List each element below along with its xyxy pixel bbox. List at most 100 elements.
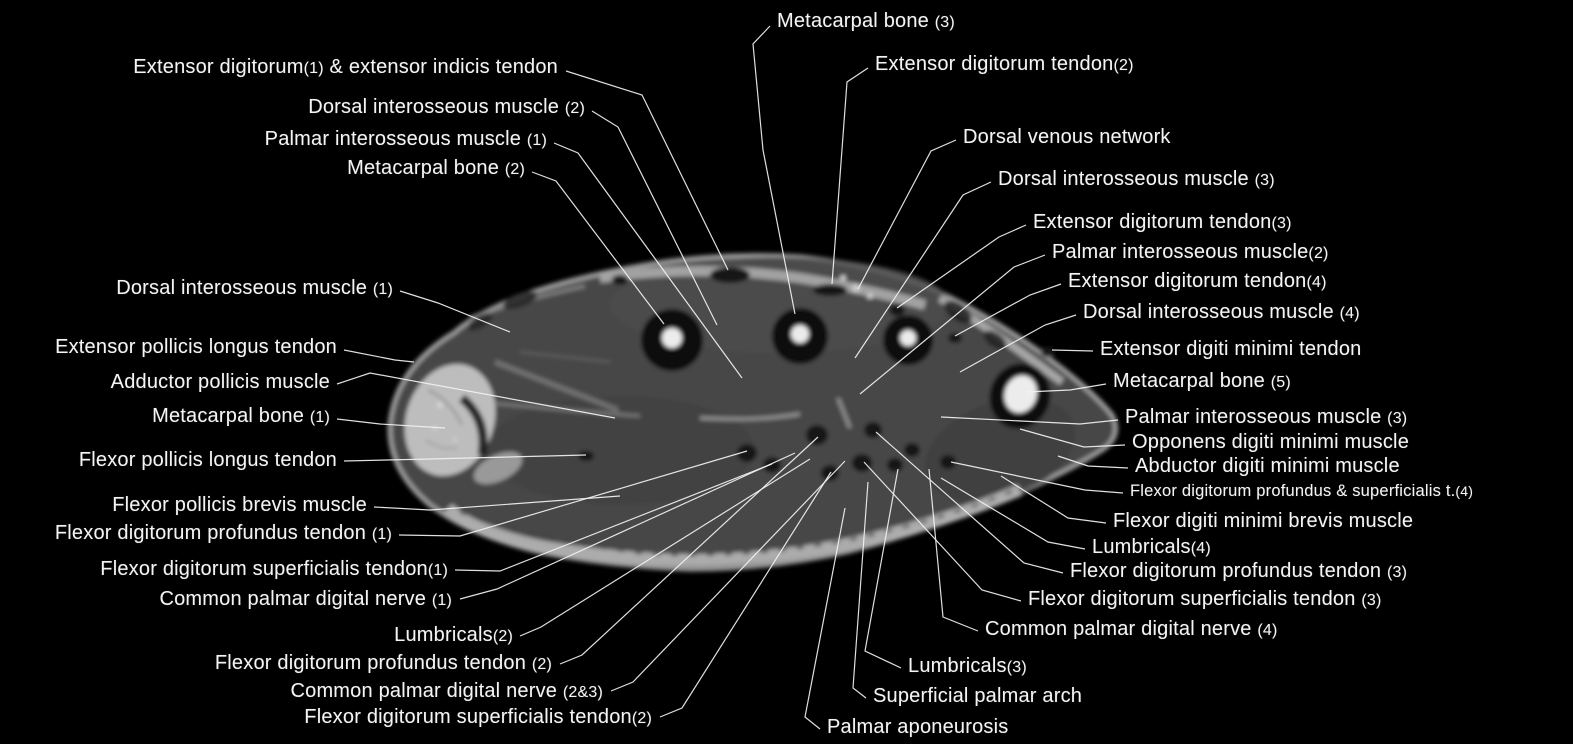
anatomy-label-extensor-digiti-minimi-tendon: Extensor digiti minimi tendon [1100, 338, 1362, 360]
subcut-pocket [467, 313, 493, 331]
tendon-cross-section [1041, 347, 1055, 357]
tendon-cross-section [578, 451, 594, 461]
leader-line-common-palmar-digital-nerve-4 [928, 468, 979, 632]
leader-line-metacarpal-bone-5 [1025, 383, 1107, 393]
anatomy-label-flexor-pollicis-brevis-muscle: Flexor pollicis brevis muscle [112, 494, 367, 516]
leader-line-flexor-digitorum-superficialis-tendon-3 [863, 461, 1022, 602]
anatomy-label-common-palmar-digital-nerve-2-3: Common palmar digital nerve (2&3) [290, 680, 603, 702]
anatomy-label-dorsal-interosseous-muscle-4: Dorsal interosseous muscle (4) [1083, 301, 1360, 323]
anatomy-label-dorsal-venous-network: Dorsal venous network [963, 126, 1171, 148]
anatomy-label-adductor-pollicis-muscle: Adductor pollicis muscle [110, 371, 330, 393]
leader-line-metacarpal-bone-3 [752, 25, 796, 315]
anatomy-label-metacarpal-bone-5: Metacarpal bone (5) [1113, 370, 1291, 392]
leader-line-adductor-pollicis-muscle [336, 372, 616, 419]
leader-line-extensor-digitorum-tendon-2 [831, 67, 869, 285]
leader-line-extensor-pollicis-longus-tendon [343, 349, 415, 363]
mri-axial-hand-image [387, 253, 1119, 572]
anatomy-label-extensor-pollicis-longus-tendon: Extensor pollicis longus tendon [55, 336, 337, 358]
anatomy-label-flexor-digitorum-superficialis-tendon-3: Flexor digitorum superficialis tendon (3… [1028, 588, 1382, 610]
leader-lines [336, 25, 1129, 730]
leader-line-dorsal-interosseous-muscle-4 [959, 314, 1077, 373]
fascia-streak [836, 397, 852, 429]
tendon-cross-section [904, 443, 920, 457]
anatomy-label-flexor-digitorum-profundus-tendon-3: Flexor digitorum profundus tendon (3) [1070, 560, 1408, 582]
tendon-cross-section [852, 454, 872, 472]
anatomy-label-extensor-digitorum-tendon-2: Extensor digitorum tendon(2) [875, 53, 1134, 75]
palmar-fat-band [443, 484, 1023, 567]
tendon-cross-section [612, 275, 628, 285]
leader-line-opponens-digiti-minimi-muscle [1019, 428, 1126, 448]
anatomy-label-flexor-digitorum-profundus-and-superficialis-t-4: Flexor digitorum profundus & superficial… [1130, 482, 1474, 500]
anatomy-label-flexor-digitorum-superficialis-tendon-2: Flexor digitorum superficialis tendon(2) [304, 706, 652, 728]
dorsal-veins [840, 275, 873, 299]
metacarpal-3-marrow [791, 325, 809, 343]
leader-line-extensor-digiti-minimi-tendon [1051, 349, 1094, 352]
dorsal-vein [852, 284, 860, 292]
leader-line-extensor-digitorum-tendon-3 [896, 224, 1027, 309]
subcut-pocket [502, 290, 538, 310]
tendon-cross-section [948, 333, 962, 343]
metacarpal-4-marrow [900, 330, 916, 346]
metacarpal-1-texture [424, 388, 523, 485]
dorsal-fat-band [599, 266, 927, 310]
anatomy-label-metacarpal-bone-3: Metacarpal bone (3) [777, 10, 955, 32]
leader-line-flexor-digitorum-superficialis-tendon-2 [659, 471, 832, 718]
tendon-cross-section [737, 444, 757, 462]
shade-adductor [485, 395, 755, 505]
leader-line-lumbricals-4 [940, 477, 1086, 550]
leader-line-flexor-digitorum-profundus-tendon-1 [398, 450, 748, 537]
anatomy-label-dorsal-interosseous-muscle-1: Dorsal interosseous muscle (1) [116, 277, 393, 299]
anatomy-label-palmar-interosseous-muscle-1: Palmar interosseous muscle (1) [264, 128, 547, 150]
dorsal-vein [867, 293, 873, 299]
metacarpal-2-marrow [662, 328, 682, 348]
fascia-streak [519, 350, 611, 364]
leader-line-common-palmar-digital-nerve-2-3 [610, 460, 846, 692]
tendon-cross-section [889, 304, 905, 316]
leader-line-palmar-interosseous-muscle-3 [940, 416, 1119, 425]
leader-line-common-palmar-digital-nerve-1 [459, 452, 796, 600]
tendon-cross-section [940, 455, 956, 469]
tendon-cross-section [813, 284, 847, 296]
leader-line-metacarpal-bone-1 [336, 418, 446, 429]
leader-line-extensor-digitorum-tendon-4 [954, 283, 1062, 337]
leader-line-extensor-digitorum-1-and-extensor-indicis-tendon [565, 70, 729, 271]
anatomy-label-opponens-digiti-minimi-muscle: Opponens digiti minimi muscle [1132, 431, 1410, 453]
anatomy-label-abductor-digiti-minimi-muscle: Abductor digiti minimi muscle [1135, 455, 1400, 477]
leader-line-lumbricals-2 [519, 458, 811, 637]
anatomy-label-dorsal-interosseous-muscle-2: Dorsal interosseous muscle (2) [308, 96, 585, 118]
leader-line-superficial-palmar-arch [852, 481, 869, 699]
subcut-pocket [944, 300, 972, 324]
anatomy-label-flexor-digitorum-superficialis-tendon-1: Flexor digitorum superficialis tendon(1) [100, 558, 448, 580]
subcut-pocket [983, 330, 1007, 350]
dorsal-vein [840, 275, 846, 281]
anatomy-label-dorsal-interosseous-muscle-3: Dorsal interosseous muscle (3) [998, 168, 1275, 190]
tendon-cross-section [763, 457, 781, 473]
palmar-fat-marbling [459, 488, 1016, 557]
anatomy-label-common-palmar-digital-nerve-1: Common palmar digital nerve (1) [159, 588, 452, 610]
metacarpal-5-marrow [1004, 375, 1038, 413]
leader-line-palmar-interosseous-muscle-2 [859, 254, 1046, 395]
anatomy-label-extensor-digitorum-tendon-3: Extensor digitorum tendon(3) [1033, 211, 1292, 233]
leader-line-flexor-pollicis-brevis-muscle [373, 495, 621, 511]
anatomy-label-lumbricals-2: Lumbricals(2) [394, 624, 513, 646]
anatomy-label-flexor-digiti-minimi-brevis-muscle: Flexor digiti minimi brevis muscle [1113, 510, 1414, 532]
anatomy-label-flexor-pollicis-longus-tendon: Flexor pollicis longus tendon [78, 449, 337, 471]
leader-line-metacarpal-bone-2 [531, 171, 665, 325]
fascia-streak [494, 359, 619, 413]
leader-line-abductor-digiti-minimi-muscle [1057, 455, 1129, 469]
leader-line-flexor-digitorum-profundus-tendon-3 [875, 431, 1064, 574]
tendon-cross-section [806, 425, 828, 445]
anatomy-label-metacarpal-bone-2: Metacarpal bone (2) [347, 157, 525, 179]
leader-line-flexor-digitorum-superficialis-tendon-1 [454, 463, 773, 572]
anatomy-label-palmar-aponeurosis: Palmar aponeurosis [827, 716, 1009, 738]
leader-line-flexor-digitorum-profundus-and-superficialis-t-4 [950, 461, 1124, 494]
anatomy-label-palmar-interosseous-muscle-2: Palmar interosseous muscle(2) [1052, 241, 1329, 263]
anatomy-label-metacarpal-bone-1: Metacarpal bone (1) [152, 405, 330, 427]
leader-line-palmar-interosseous-muscle-1 [553, 142, 743, 379]
tendon-cross-section [887, 458, 903, 472]
leader-line-palmar-aponeurosis [804, 507, 846, 730]
leader-line-dorsal-interosseous-muscle-3 [854, 181, 992, 359]
leader-line-flexor-digitorum-profundus-tendon-2 [559, 436, 819, 665]
leader-line-flexor-digiti-minimi-brevis-muscle [1000, 475, 1107, 524]
